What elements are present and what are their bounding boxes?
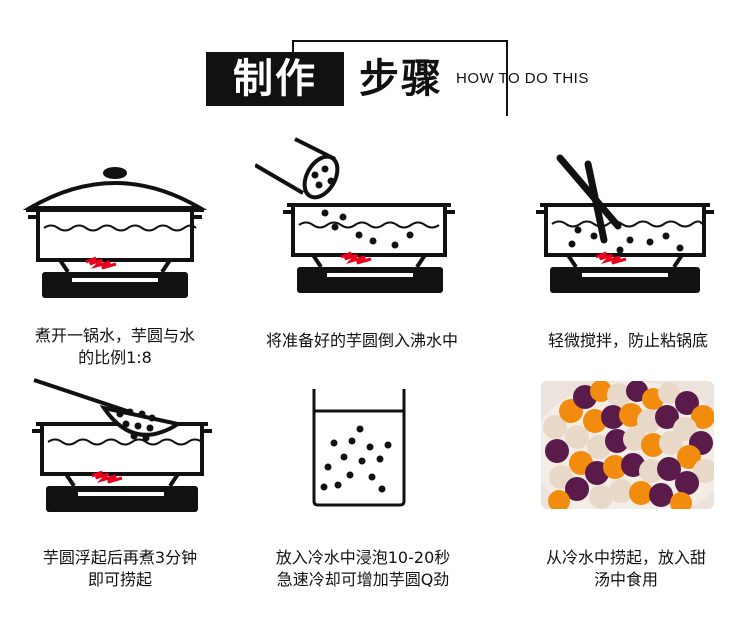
step-5-caption-line1: 放入冷水中浸泡10-20秒: [275, 548, 451, 567]
step-4-caption-line2: 即可捞起: [87, 570, 152, 589]
title-main: 步骤: [359, 56, 443, 102]
step-1-caption-line1: 煮开一锅水，芋圆与水: [34, 326, 195, 345]
title-highlight: 制作: [206, 52, 344, 106]
ladle-scooping-icon: [32, 378, 212, 512]
pour-taro-balls-icon: [255, 137, 455, 293]
title-frame: [292, 40, 508, 116]
step-6-caption-line2: 汤中食用: [593, 570, 658, 589]
taro-balls-dessert-photo: [541, 381, 714, 509]
step-2-caption: 将准备好的芋圆倒入沸水中: [246, 330, 478, 352]
step-4-caption: 芋圆浮起后再煮3分钟 即可捞起: [10, 547, 230, 591]
step-2-caption-line1: 将准备好的芋圆倒入沸水中: [265, 331, 458, 350]
dessert-photo-illustration: [541, 381, 714, 509]
step-3-caption-line1: 轻微搅拌，防止粘锅底: [547, 331, 708, 350]
step-2: [255, 135, 465, 300]
step-6-caption-line1: 从冷水中捞起，放入甜: [545, 548, 706, 567]
step-1-caption-line2: 的比例1:8: [78, 348, 152, 367]
step-3-caption: 轻微搅拌，防止粘锅底: [528, 330, 728, 352]
title-english: HOW TO DO THIS: [456, 70, 589, 87]
step-5: [300, 385, 420, 510]
step-6-caption: 从冷水中捞起，放入甜 汤中食用: [516, 547, 736, 591]
pot-boiling-water-icon: [22, 167, 208, 298]
step-3: [530, 150, 720, 300]
stir-with-chopsticks-icon: [536, 154, 714, 293]
step-4-caption-line1: 芋圆浮起后再煮3分钟: [42, 548, 198, 567]
step-4: [22, 378, 222, 518]
cold-water-glass-icon: [312, 389, 406, 507]
step-1: [20, 160, 210, 310]
step-5-caption: 放入冷水中浸泡10-20秒 急速冷却可增加芋圆Q劲: [250, 547, 476, 591]
step-5-caption-line2: 急速冷却可增加芋圆Q劲: [276, 570, 450, 589]
section-header: 制作 步骤 HOW TO DO THIS: [206, 40, 588, 116]
step-1-caption: 煮开一锅水，芋圆与水 的比例1:8: [6, 325, 224, 369]
